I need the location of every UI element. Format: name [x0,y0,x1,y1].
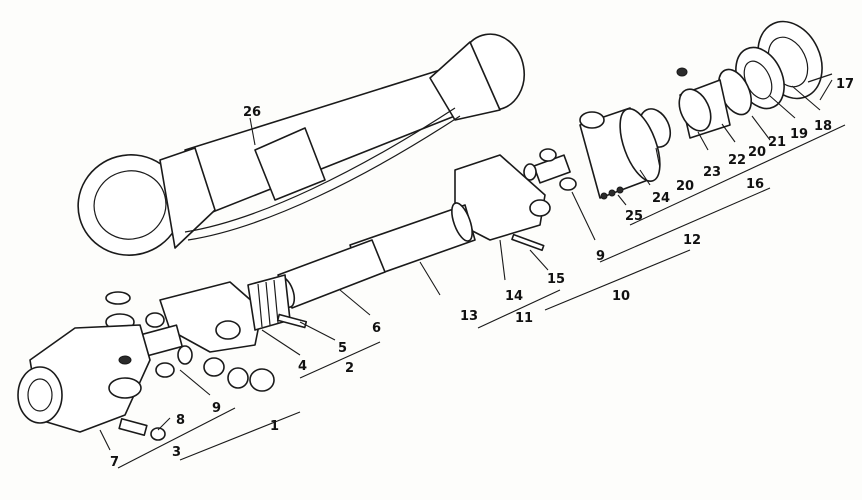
callout-13: 13 [460,309,478,324]
callout-25: 25 [625,209,643,224]
spring-pin-part-8 [118,418,166,441]
callout-15: 15 [547,272,565,287]
guard-tube-part-26 [77,33,525,256]
bearing-cups [105,291,275,392]
pin-part-15 [511,233,545,252]
leader-lines [99,79,846,469]
front-yoke-part-7 [17,324,151,433]
callout-19: 19 [790,127,808,142]
callout-20-lower: 20 [676,179,694,194]
yoke-flange-part-24 [579,107,661,200]
callout-1: 1 [270,419,279,434]
callout-26: 26 [243,105,261,120]
pin-part-5 [276,313,308,329]
callout-7: 7 [110,455,119,470]
callout-12: 12 [683,233,701,248]
callout-14: 14 [505,289,523,304]
callout-3: 3 [172,445,181,460]
callout-11: 11 [515,311,533,326]
cross-journal-part-9-left [137,312,193,378]
callout-17: 17 [836,77,854,92]
callout-22: 22 [728,153,746,168]
callout-5: 5 [338,341,347,356]
callout-24: 24 [652,191,670,206]
callout-4: 4 [298,359,307,374]
near-yoke-part-4 [159,274,291,353]
callout-21: 21 [768,135,786,150]
callout-2: 2 [345,361,354,376]
outer-tube-part-6 [274,239,386,309]
callout-23: 23 [703,165,721,180]
callout-16: 16 [746,177,764,192]
callout-8: 8 [176,413,185,428]
callout-labels: 26 17 18 19 21 20 22 23 20 24 16 25 12 9… [110,77,854,470]
callout-9-right: 9 [596,249,605,264]
callout-10: 10 [612,289,630,304]
callout-18: 18 [814,119,832,134]
callout-9-left: 9 [212,401,221,416]
callout-20-upper: 20 [748,145,766,160]
cross-journal-part-9-right [523,148,577,191]
callout-6: 6 [372,321,381,336]
